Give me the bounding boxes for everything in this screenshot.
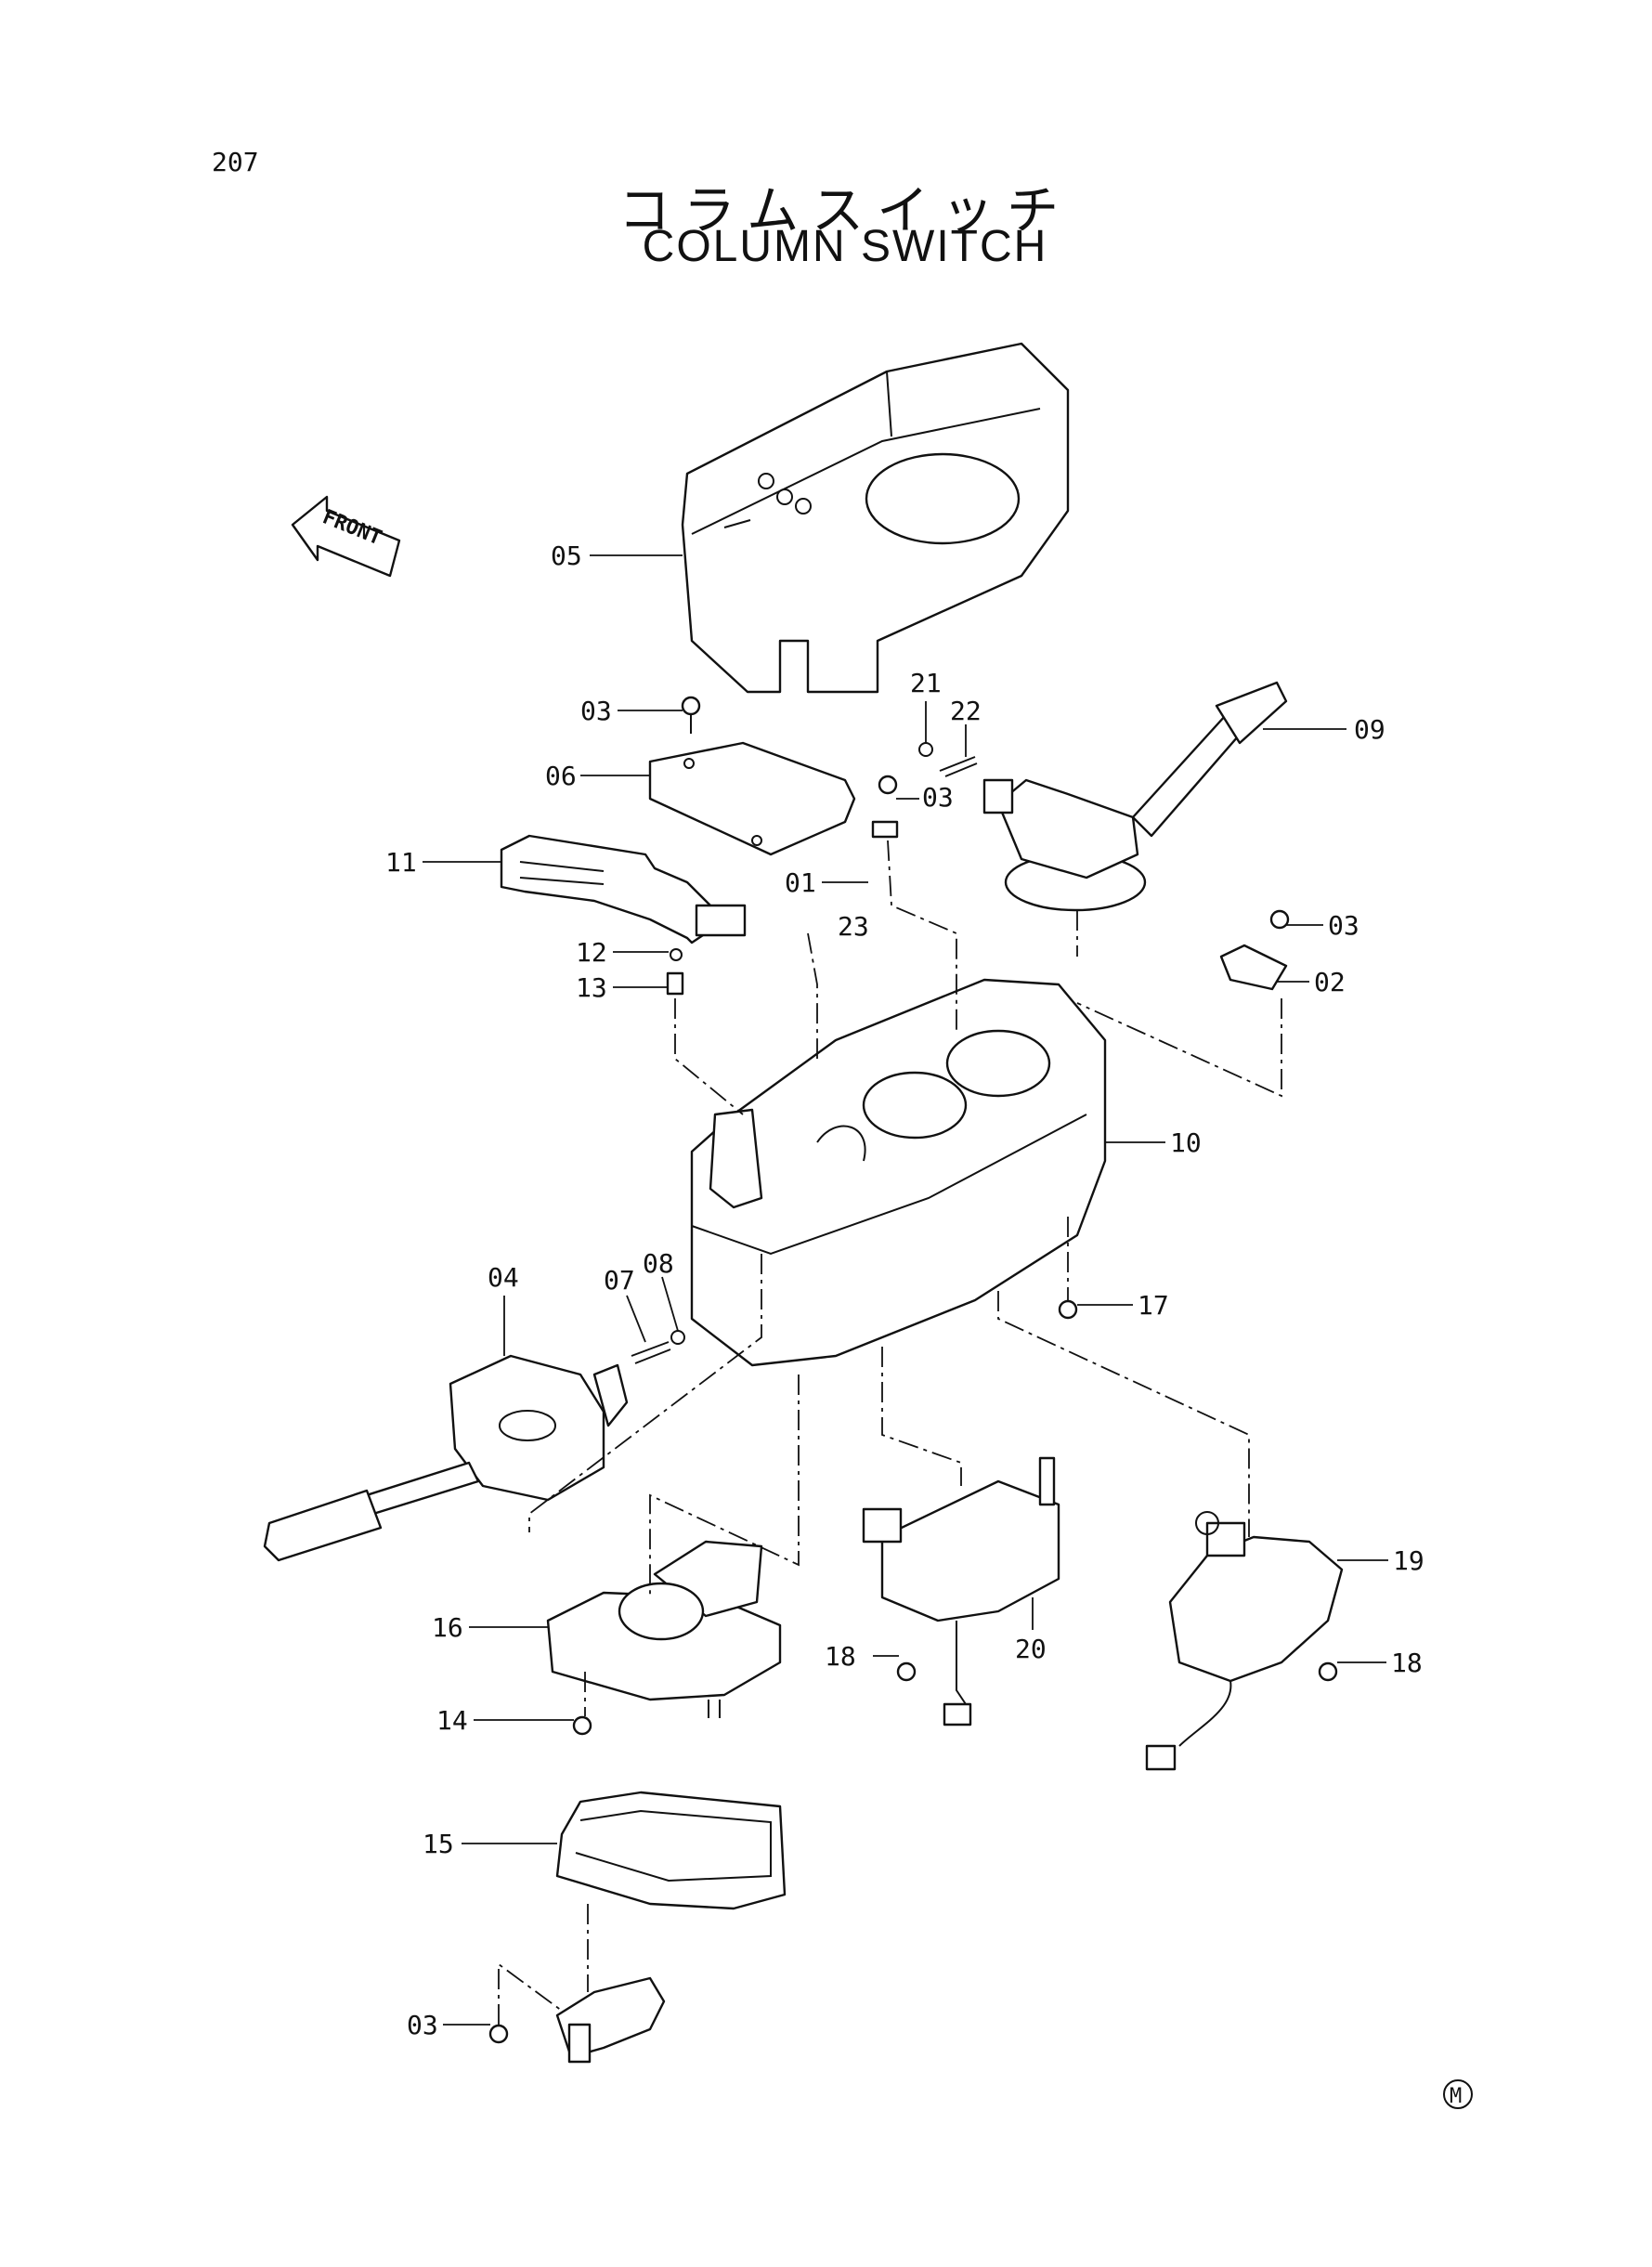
part-03-screw-c [1269, 909, 1290, 930]
callout-05: 05 [551, 541, 582, 571]
part-10-main-housing [690, 978, 1107, 1367]
callout-17: 17 [1138, 1290, 1169, 1321]
callout-labels: 05 03 06 11 21 22 03 09 01 23 03 02 12 1… [385, 541, 1424, 2040]
part-16-switch [546, 1540, 782, 1718]
part-15-cover [555, 1791, 787, 1910]
callout-03-c: 03 [1328, 910, 1359, 941]
callout-13: 13 [576, 972, 607, 1003]
callout-22: 22 [950, 696, 982, 726]
title-japanese: コラムスイッチ [618, 181, 1073, 241]
part-20-sensor [862, 1456, 1060, 1726]
callout-23: 23 [838, 911, 869, 942]
part-17-screw [1058, 1299, 1078, 1320]
part-04-left-switch [263, 1354, 629, 1562]
part-07-spring [631, 1341, 671, 1364]
callout-18-b: 18 [1391, 1648, 1423, 1678]
part-03-screw-b [878, 775, 898, 795]
part-03-screw-d [488, 2024, 509, 2044]
callout-11: 11 [385, 847, 417, 878]
callout-03-a: 03 [580, 696, 612, 726]
callout-03-b: 03 [922, 782, 954, 813]
part-12-ball [670, 948, 683, 961]
part-03-screw-a [681, 696, 701, 716]
part-09-right-switch [982, 681, 1288, 912]
part-02-stopper [1219, 944, 1288, 991]
callout-15: 15 [423, 1829, 454, 1859]
callout-02: 02 [1314, 967, 1346, 997]
front-arrow-icon: FRONT [291, 495, 401, 578]
callout-08: 08 [643, 1248, 674, 1279]
part-06-plate [648, 741, 856, 856]
title-english: COLUMN SWITCH [642, 222, 1048, 271]
circled-m-mark: M [1443, 2079, 1473, 2109]
callout-16: 16 [432, 1612, 463, 1643]
callout-10: 10 [1170, 1127, 1202, 1158]
callout-09: 09 [1354, 714, 1385, 745]
leader-lines [423, 554, 1388, 2026]
callout-07: 07 [604, 1265, 635, 1296]
part-22-spring [939, 756, 978, 777]
part-08-ball [670, 1330, 685, 1345]
callout-06: 06 [545, 761, 577, 791]
part-18-screw-a [896, 1661, 917, 1682]
page-number: 207 [212, 147, 259, 177]
callout-20: 20 [1015, 1634, 1047, 1664]
callout-12: 12 [576, 937, 607, 968]
callout-03-d: 03 [407, 2010, 438, 2040]
callout-21: 21 [910, 668, 942, 698]
small-parts [488, 696, 1338, 2044]
part-05-upper-cover [681, 342, 1070, 694]
callout-04: 04 [488, 1262, 519, 1293]
callout-19: 19 [1393, 1545, 1424, 1576]
callout-01: 01 [785, 867, 816, 898]
part-18-screw-b [1318, 1661, 1338, 1682]
part-13-spring [666, 971, 684, 996]
part-11-lever [500, 834, 747, 945]
callout-18-a: 18 [825, 1641, 856, 1672]
assembly-lines [498, 840, 1282, 2025]
part-01-clip [871, 820, 899, 839]
part-bracket-lower [555, 1976, 666, 2064]
callout-14: 14 [436, 1705, 468, 1736]
part-14-screw [572, 1715, 592, 1736]
part-19-switch [1145, 1511, 1344, 1771]
mark-letter: M [1450, 2085, 1462, 2108]
part-21-ball [918, 742, 933, 757]
